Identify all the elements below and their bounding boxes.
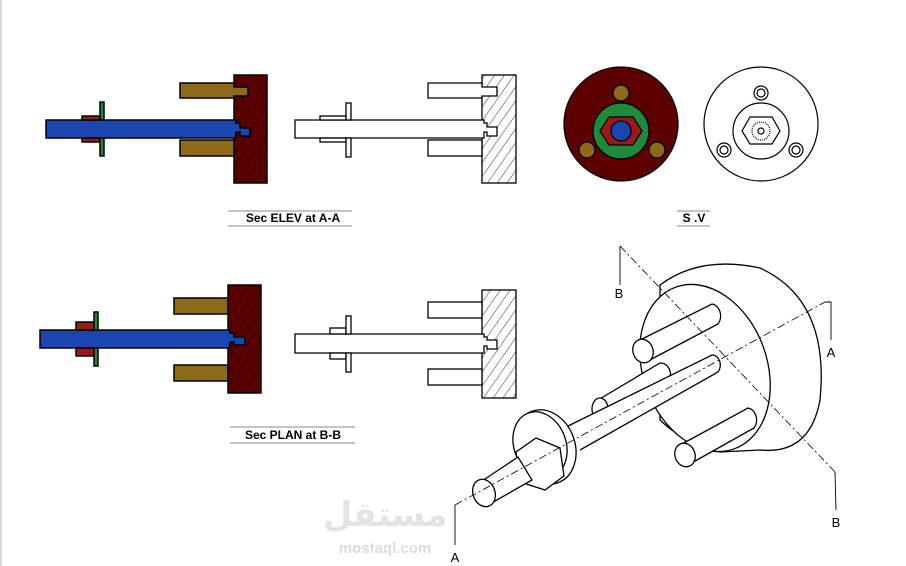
washer-bottom	[99, 137, 105, 157]
nut-bottom	[81, 137, 101, 143]
section-marker-a-right: A	[827, 345, 836, 360]
peg-bottom	[179, 139, 235, 157]
plan-label: Sec PLAN at B-B	[245, 428, 341, 442]
shaft	[45, 119, 251, 139]
isometric-view	[454, 245, 837, 545]
peg-top	[179, 82, 249, 99]
section-marker-a-bottom: A	[451, 550, 460, 565]
watermark-latin: mostaql.com	[339, 540, 432, 557]
section-marker-b-top: B	[615, 286, 624, 301]
nut-top	[81, 115, 101, 121]
plan-outline-section	[294, 289, 517, 399]
section-marker-b-bottom: B	[832, 515, 841, 530]
elevation-colored-section	[45, 74, 268, 184]
washer-top	[99, 101, 105, 121]
side-view-outline	[703, 66, 819, 182]
side-view-colored	[563, 66, 679, 182]
watermark-arabic: مستقل	[323, 495, 447, 535]
side-view-label: S .V	[683, 211, 706, 225]
plan-colored-section	[39, 284, 262, 394]
elevation-outline-section	[294, 74, 517, 184]
elevation-label: Sec ELEV at A-A	[246, 211, 341, 225]
